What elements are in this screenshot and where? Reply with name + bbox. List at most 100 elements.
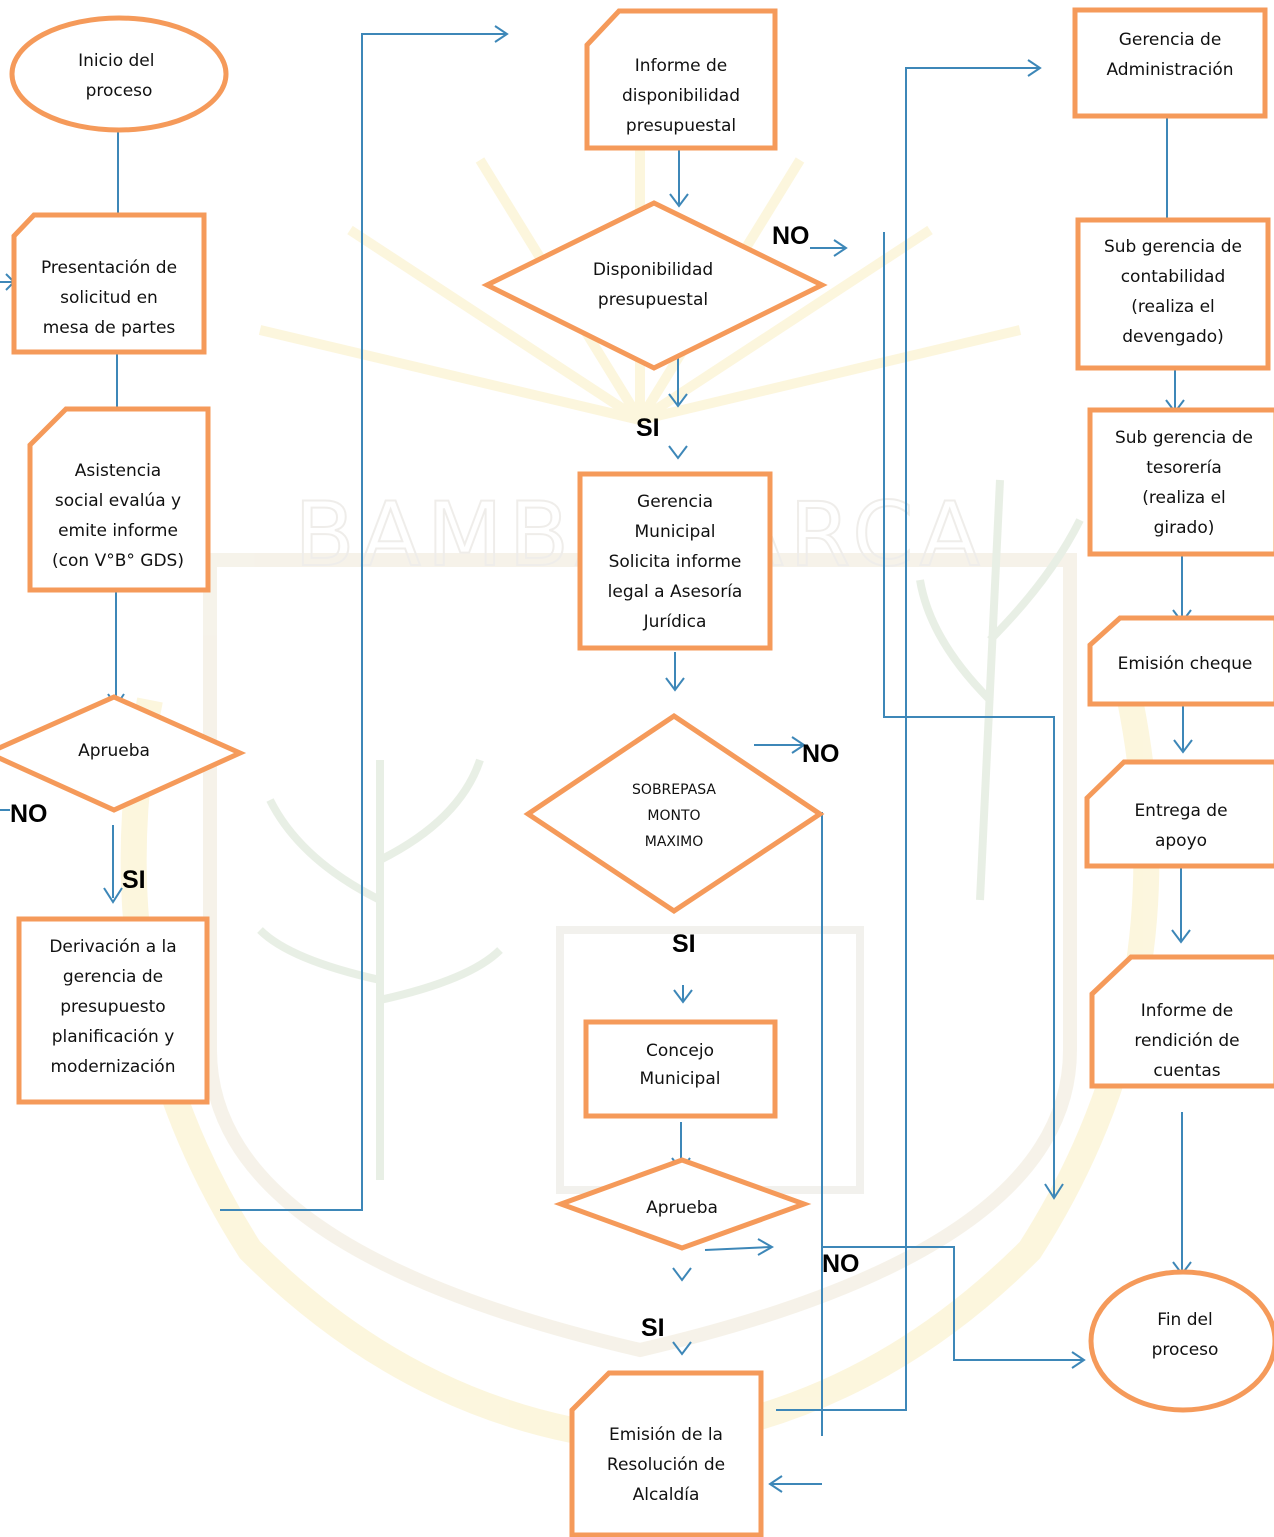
node-emision-resolucion: Emisión de la Resolución de Alcaldía — [569, 1370, 764, 1537]
node-sub-contabilidad-label-line: Sub gerencia de — [1104, 237, 1242, 257]
node-gerencia-administracion-label-line: Administración — [1106, 60, 1233, 80]
node-entrega-apoyo-shape — [1084, 759, 1274, 869]
node-sub-tesoreria-label-line: (realiza el — [1142, 488, 1226, 508]
node-fin: Fin del proceso — [1088, 1269, 1274, 1413]
node-sobrepasa-monto-label-line: MAXIMO — [645, 834, 703, 850]
node-derivacion-shape — [16, 916, 210, 1105]
node-aprueba-2-shape — [553, 1157, 812, 1251]
label-no-aprueba-2: NO — [822, 1250, 860, 1278]
node-gerencia-municipal-label-line: Municipal — [635, 522, 716, 542]
node-emision-resolucion-label-line: Resolución de — [607, 1455, 725, 1475]
shield-decoration — [203, 553, 1077, 1358]
node-fin-shape — [1088, 1269, 1274, 1413]
node-inicio-label: Inicio del proceso — [78, 51, 160, 101]
node-sub-tesoreria-label-line: tesorería — [1146, 458, 1222, 478]
node-derivacion: Derivación a la gerencia de presupuesto pla… — [16, 916, 210, 1105]
node-fin-label: Fin del proceso — [1152, 1310, 1219, 1360]
node-sub-contabilidad: Sub gerencia de contabilidad (realiza el de… — [1075, 217, 1271, 371]
label-si-aprueba-2: SI — [641, 1314, 665, 1342]
node-emision-resolucion-label-line: Emisión de la — [609, 1425, 723, 1445]
label-si-aprueba-1: SI — [122, 866, 146, 894]
node-sub-contabilidad-shape — [1075, 217, 1271, 371]
node-concejo-municipal-shape — [583, 1019, 778, 1119]
node-aprueba-1-label-line: Aprueba — [78, 741, 150, 761]
node-aprueba-2-label: Aprueba — [646, 1198, 718, 1218]
node-informe-disponibilidad-label-line: disponibilidad — [622, 86, 740, 106]
node-sub-contabilidad-label: Sub gerencia de contabilidad (realiza el de… — [1104, 237, 1242, 347]
node-asistencia-label-line: emite informe — [58, 521, 178, 541]
node-inicio-label-line: proceso — [86, 81, 153, 101]
node-aprueba-1-label: Aprueba — [78, 741, 150, 761]
label-si-disponibilidad: SI — [636, 414, 660, 442]
node-asistencia-shape — [27, 406, 211, 593]
node-sub-tesoreria-label-line: Sub gerencia de — [1115, 428, 1253, 448]
node-gerencia-municipal-label-line: Solicita informe — [609, 552, 742, 572]
node-presentacion-label-line: solicitud en — [60, 288, 158, 308]
node-concejo-municipal-label-line: Concejo — [646, 1041, 714, 1061]
node-derivacion-label-line: modernización — [51, 1057, 176, 1077]
node-disponibilidad-presupuestal-label-line: presupuestal — [598, 290, 708, 310]
node-sobrepasa-monto-label-line: MONTO — [647, 808, 700, 824]
label-si-sobrepasa: SI — [672, 930, 696, 958]
node-inicio-label-line: Inicio del — [78, 51, 154, 71]
plant-right-decoration — [916, 479, 1084, 901]
node-sobrepasa-monto-label: SOBREPASA MONTO MAXIMO — [632, 782, 716, 850]
node-informe-rendicion-shape — [1089, 954, 1274, 1089]
node-sub-tesoreria-label: Sub gerencia de tesorería (realiza el girad… — [1115, 428, 1253, 538]
node-sub-tesoreria-label-line: girado) — [1154, 518, 1215, 538]
node-emision-cheque-label: Emisión cheque — [1118, 654, 1253, 674]
node-emision-cheque: Emisión cheque — [1087, 615, 1274, 707]
node-gerencia-administracion-label-line: Gerencia de — [1119, 30, 1222, 50]
node-informe-disponibilidad-label-line: Informe de — [635, 56, 728, 76]
node-emision-resolucion-shape — [569, 1370, 764, 1537]
node-sub-contabilidad-label-line: contabilidad — [1121, 267, 1226, 287]
node-gerencia-administracion-label: Gerencia de Administración — [1106, 30, 1233, 80]
node-aprueba-1: Aprueba — [0, 694, 247, 813]
node-sub-contabilidad-label-line: (realiza el — [1131, 297, 1215, 317]
node-informe-disponibilidad-shape — [584, 8, 778, 151]
node-aprueba-2-label-line: Aprueba — [646, 1198, 718, 1218]
node-gerencia-administracion-shape — [1072, 7, 1268, 119]
node-derivacion-label-line: planificación y — [52, 1027, 175, 1047]
node-derivacion-label-line: presupuesto — [60, 997, 165, 1017]
label-no-sobrepasa: NO — [802, 740, 840, 768]
node-derivacion-label-line: gerencia de — [63, 967, 163, 987]
node-sobrepasa-monto-shape — [523, 712, 825, 915]
node-fin-label-line: Fin del — [1157, 1310, 1212, 1330]
node-sub-tesoreria: Sub gerencia de tesorería (realiza el girad… — [1087, 407, 1274, 557]
node-gerencia-municipal-label-line: Gerencia — [637, 492, 713, 512]
node-disponibilidad-presupuestal-label-line: Disponibilidad — [593, 260, 713, 280]
node-informe-disponibilidad-label: Informe de disponibilidad presupuestal — [622, 56, 740, 136]
node-informe-rendicion-label-line: cuentas — [1153, 1061, 1220, 1081]
node-sub-contabilidad-label-line: devengado) — [1122, 327, 1224, 347]
node-sobrepasa-monto-label-line: SOBREPASA — [632, 782, 716, 798]
node-entrega-apoyo-label-line: Entrega de — [1134, 801, 1227, 821]
node-emision-cheque-shape — [1087, 615, 1274, 707]
node-informe-rendicion-label-line: rendición de — [1134, 1031, 1239, 1051]
sun-rays-decoration — [258, 140, 1022, 425]
node-disponibilidad-presupuestal-shape — [481, 200, 828, 371]
node-emision-resolucion-label-line: Alcaldía — [633, 1485, 700, 1505]
node-emision-cheque-label-line: Emisión cheque — [1118, 654, 1253, 674]
node-asistencia-label-line: (con V°B° GDS) — [52, 551, 184, 571]
node-disponibilidad-presupuestal-label: Disponibilidad presupuestal — [593, 260, 713, 310]
node-aprueba-1-shape — [0, 694, 247, 813]
node-informe-disponibilidad-label-line: presupuestal — [626, 116, 736, 136]
node-presentacion-label-line: Presentación de — [41, 258, 177, 278]
label-no-aprueba-1: NO — [10, 800, 48, 828]
node-gerencia-municipal-label-line: legal a Asesoría — [608, 582, 743, 602]
node-derivacion-label-line: Derivación a la — [49, 937, 176, 957]
node-fin-label-line: proceso — [1152, 1340, 1219, 1360]
node-concejo-municipal-label-line: Municipal — [640, 1069, 721, 1089]
connectors — [0, 25, 1193, 1493]
